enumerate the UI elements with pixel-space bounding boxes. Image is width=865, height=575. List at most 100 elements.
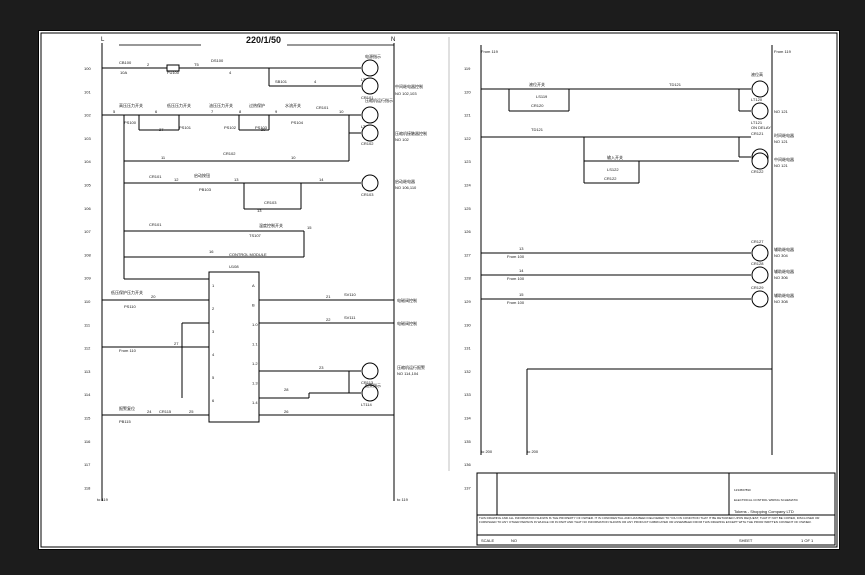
r121-coil: CR121 (751, 131, 764, 136)
r114-wire: 28 (284, 387, 289, 392)
sheet-border (40, 32, 838, 548)
r102-wire-7: 7 (211, 109, 214, 114)
wiring-schematic: 220/1/50 L N to 119 to 119 1001011021031… (40, 32, 838, 548)
rail-label-l: L (101, 37, 105, 43)
rung-number: 125 (464, 206, 471, 211)
r101-desc: 中间继电器控制 (395, 83, 423, 89)
r109-switch: PS110 (124, 304, 136, 309)
r101-coil: CR101 (361, 95, 374, 100)
r102-label-4: 水流开关 (285, 102, 301, 108)
title-block-frame (476, 472, 836, 546)
rung-number: 116 (84, 439, 91, 444)
rung-number: 110 (84, 299, 91, 304)
r127-desc: 辅助继电器 (774, 246, 794, 252)
r120-desc: ON DELAY (751, 125, 771, 130)
left-bottom-label-1: to 119 (97, 497, 109, 502)
lamp-lt102 (361, 106, 379, 124)
r121-ref: NO 121 (774, 139, 789, 144)
r100-wire3: 4 (229, 70, 232, 75)
rung-number: 136 (464, 462, 471, 467)
title-scale: NO (511, 538, 517, 543)
coil-cr122 (751, 152, 769, 170)
title-sheet: 1 OF 1 (801, 538, 814, 543)
r101-wire: 4 (314, 79, 317, 84)
r102-contact-2: PS102 (224, 125, 237, 130)
left-bottom-label-2: to 119 (397, 497, 409, 502)
timer-lt121 (751, 102, 769, 120)
right-bottom-label-1: to 200 (481, 449, 493, 454)
r102-label-2: 油压压力开关 (209, 102, 233, 108)
coil-cr101 (361, 77, 379, 95)
plc-terminal-left: 2 (212, 306, 215, 311)
r122-desc: 中间继电器 (774, 156, 794, 162)
rung-number: 133 (464, 392, 471, 397)
plc-terminal-right: 1.1 (252, 342, 258, 347)
rung-number: 105 (84, 183, 91, 188)
lamp-lt100 (361, 59, 379, 77)
plc-terminal-right: 1.0 (252, 322, 258, 327)
r122-coil: CR122 (751, 169, 764, 174)
r111-desc: 电磁阀控制 (397, 320, 417, 326)
lamp-lt120 (751, 80, 769, 98)
plc-terminal-right: A (252, 283, 255, 288)
r119-tr: TD121 (669, 82, 682, 87)
r128-from: From 100 (507, 276, 525, 281)
r102-contact-0: PS100 (124, 120, 137, 125)
title-scale-label: SCALE (481, 538, 494, 543)
r105-wire-14: 14 (319, 177, 324, 182)
rung-number: 132 (464, 369, 471, 374)
rung-number: 101 (84, 89, 91, 94)
r100-sw-rating: 10A (120, 70, 127, 75)
plc-terminal-right: B (252, 303, 255, 308)
r110-wire: 21 (326, 294, 331, 299)
r102-contact-3: PS103 (255, 125, 268, 130)
rung-number: 124 (464, 183, 471, 188)
r111-wire: 22 (326, 317, 331, 322)
r105-desc: 启动继电器 (395, 178, 415, 184)
rung-number: 115 (84, 416, 91, 421)
r102-wire-10: 10 (339, 109, 344, 114)
coil-cr128 (751, 266, 769, 284)
r105-ref: NO 106,110 (395, 185, 417, 190)
r112-wire: 27 (174, 341, 179, 346)
title-sheet-label: SHEET (739, 538, 753, 543)
rail-label-n: N (391, 37, 395, 43)
rung-number: 114 (84, 392, 91, 397)
r105-coil: CR103 (361, 192, 374, 197)
plc-terminal-left: 3 (212, 329, 215, 334)
r104-contact: CR102 (223, 151, 236, 156)
r122-ref: NO 121 (774, 163, 789, 168)
r108-plc-title: CONTROL MODULE (229, 252, 267, 257)
r102-coil-desc: 压缩机运行指示 (365, 97, 393, 103)
r105-pb: PB103 (199, 187, 212, 192)
r127-ref: NO 304 (774, 253, 789, 258)
r129-from: From 100 (507, 300, 525, 305)
r121-contact: TD121 (531, 127, 544, 132)
coil-cr127 (751, 244, 769, 262)
r106-contact: CR103 (264, 200, 277, 205)
title-drawing-no: 1234567890 (734, 488, 751, 492)
r102-wire-6: 6 (155, 109, 158, 114)
r129-ref: NO 308 (774, 299, 789, 304)
voltage-title: 220/1/50 (246, 35, 281, 45)
title-drawing: ELECTRICAL CONTROL WIRING SCHEMATIC (734, 498, 799, 502)
lamp-lt114 (361, 384, 379, 402)
r100-ds-label: DS100 (211, 58, 224, 63)
plc-terminal-left: 6 (212, 398, 215, 403)
r129-desc: 辅助继电器 (774, 292, 794, 298)
plc-terminal-left: 1 (212, 283, 215, 288)
r101-sw: SB101 (275, 79, 288, 84)
r119-ts-label: 液位开关 (529, 81, 545, 87)
r128-ref: NO 306 (774, 275, 789, 280)
coil-cr103 (361, 174, 379, 192)
r127-coil: CR127 (751, 239, 764, 244)
r104-wire-10: 10 (291, 155, 296, 160)
r102-contact-4: PS104 (291, 120, 304, 125)
r109-label: 低压保护压力开关 (111, 289, 143, 295)
r102-label-1: 低压压力开关 (167, 102, 191, 108)
r100-sw-label: CB100 (119, 60, 132, 65)
rung-number: 112 (84, 346, 91, 351)
rung-number: 100 (84, 66, 91, 71)
rung-number: 103 (84, 136, 91, 141)
